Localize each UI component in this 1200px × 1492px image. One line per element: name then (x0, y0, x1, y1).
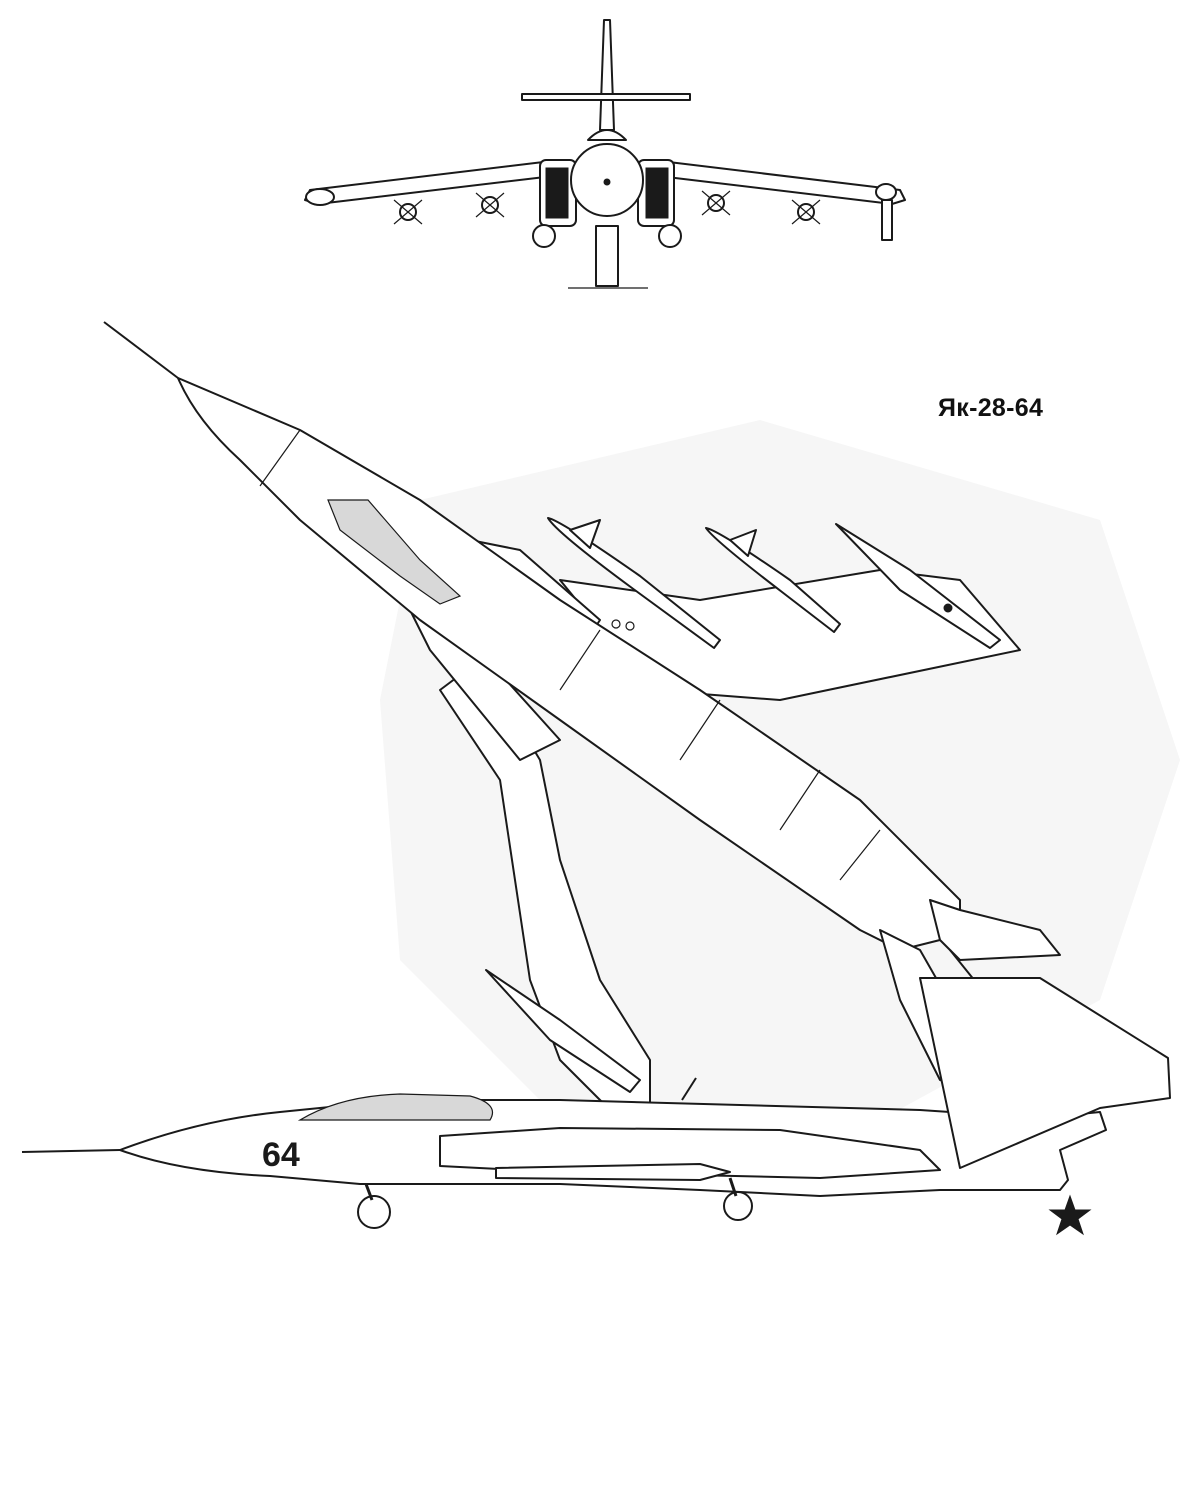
plan-marker (943, 603, 953, 613)
side-pitot (21, 1149, 121, 1153)
front-missile-4 (791, 199, 821, 225)
front-canopy (587, 129, 627, 141)
plan-missile-2 (705, 527, 841, 633)
front-wingtip-left (305, 188, 335, 206)
front-wingtip-right (875, 183, 897, 201)
star-insignia (1048, 1194, 1092, 1236)
side-missile (495, 1163, 731, 1181)
side-nose-strut (364, 1183, 374, 1201)
front-missile-2 (475, 192, 505, 218)
side-view: 64 (21, 977, 1171, 1236)
side-antenna (681, 1077, 697, 1101)
plan-panel-5 (839, 829, 881, 881)
plan-tailplane-right (929, 899, 1061, 961)
plan-panel-1 (259, 429, 301, 487)
front-wing-right (649, 159, 906, 205)
side-nose-wheel (357, 1195, 391, 1229)
front-tailplane (521, 93, 691, 101)
side-nacelle (439, 1127, 941, 1179)
front-outrigger-right (881, 199, 893, 241)
plan-pitot (103, 321, 179, 379)
front-intake-right (645, 167, 669, 219)
side-main-wheel (723, 1191, 753, 1221)
front-nose-gear (595, 225, 619, 287)
front-missile-3 (701, 190, 731, 216)
plan-panel-2 (559, 629, 601, 691)
side-number: 64 (262, 1136, 300, 1174)
side-canopy (297, 1093, 494, 1121)
side-main-strut (728, 1177, 738, 1197)
plan-panel-3 (679, 699, 721, 761)
front-nose-tip (603, 178, 611, 186)
front-wing-left (304, 159, 563, 205)
front-view (304, 19, 906, 289)
front-wheel-right (658, 224, 682, 248)
plan-wingtip-left (485, 969, 641, 1093)
plan-canopy (327, 499, 462, 605)
plan-panel-4 (779, 769, 821, 831)
plan-hole-2 (625, 621, 635, 631)
plan-wingtip-right (835, 523, 1001, 649)
front-wheel-left (532, 224, 556, 248)
plan-missile-1 (547, 517, 721, 649)
front-missile-1 (393, 199, 423, 225)
side-fin (919, 977, 1171, 1169)
front-fin (599, 19, 615, 131)
plan-hole-1 (611, 619, 621, 629)
aircraft-designation-title: Як-28-64 (938, 394, 1044, 422)
front-intake-left (545, 167, 569, 219)
plan-view (103, 321, 1061, 1121)
